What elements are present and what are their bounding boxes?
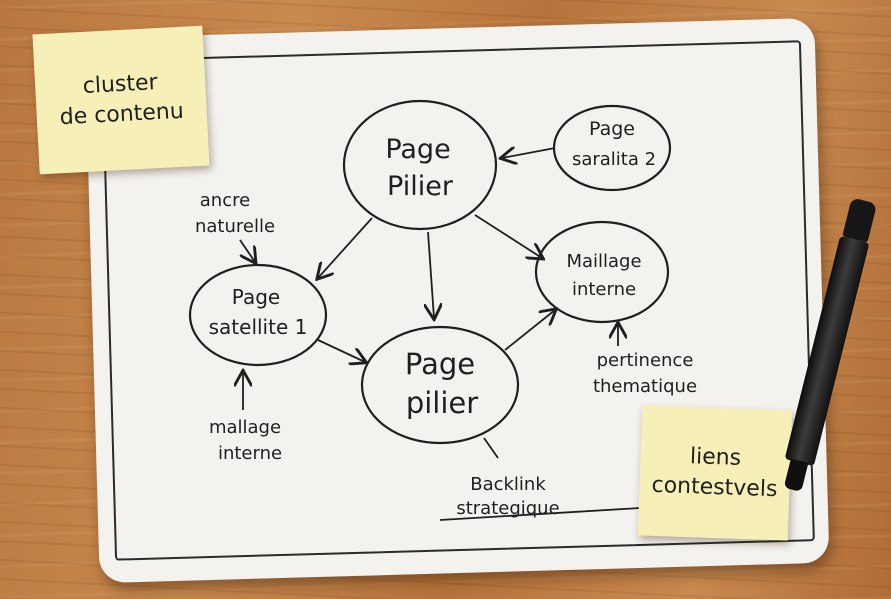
label-mallage-line1: mallage: [209, 417, 281, 438]
node-pilier-top-label-line1: Page: [385, 134, 450, 165]
node-satellite-1-ellipse: [188, 263, 328, 367]
node-satellite-2-label-line2: saralita 2: [572, 149, 656, 170]
sticky-note-cluster-line1: cluster: [82, 70, 159, 100]
label-backlink-line2: strategique: [456, 498, 559, 519]
sticky-note-liens: liens contestvels: [637, 405, 793, 541]
arrow-satellite2-to-pilier: [502, 148, 556, 158]
label-pertinence-line1: pertinence: [597, 350, 694, 371]
sticky-note-liens-line1: liens: [689, 444, 742, 472]
node-pilier-center-label-line2: pilier: [406, 386, 478, 420]
sticky-note-cluster-line2: de contenu: [59, 98, 185, 131]
arrow-pilier-to-satellite1: [318, 217, 373, 278]
node-maillage-label-line2: interne: [572, 279, 636, 300]
underline-backlink: [439, 507, 641, 521]
marker-cap: [842, 197, 878, 243]
arrow-pilier-to-pilier-center: [428, 231, 434, 318]
sticky-note-liens-line2: contestvels: [651, 472, 778, 503]
node-satellite-1-label-line2: satellite 1: [209, 315, 308, 339]
label-backlink-line1: Backlink: [470, 474, 546, 495]
label-ancre-line1: ancre: [200, 190, 250, 211]
node-satellite-1-label-line1: Page: [232, 285, 280, 309]
line-pilier-center-to-backlink: [483, 437, 499, 459]
label-mallage-line2: interne: [218, 443, 282, 464]
node-maillage-label-line1: Maillage: [566, 251, 641, 272]
marker-tip: [783, 458, 809, 492]
node-pilier-top-label-line2: Pilier: [387, 171, 454, 202]
arrow-ancre-to-satellite1: [239, 239, 255, 262]
node-pilier-top-ellipse: [342, 99, 498, 231]
sticky-note-cluster: cluster de contenu: [32, 25, 210, 175]
node-maillage-ellipse: [534, 220, 670, 324]
node-pilier-center-label-line1: Page: [405, 347, 475, 381]
arrow-satellite1-to-pilier-center: [317, 339, 365, 362]
node-pilier-center-ellipse: [360, 325, 520, 445]
label-pertinence-line2: thematique: [593, 376, 697, 397]
arrow-pilier-center-to-maillage: [504, 310, 555, 351]
node-satellite-2-label-line1: Page: [589, 118, 635, 140]
label-ancre-line2: naturelle: [195, 216, 275, 237]
arrow-pilier-to-maillage: [474, 214, 542, 258]
